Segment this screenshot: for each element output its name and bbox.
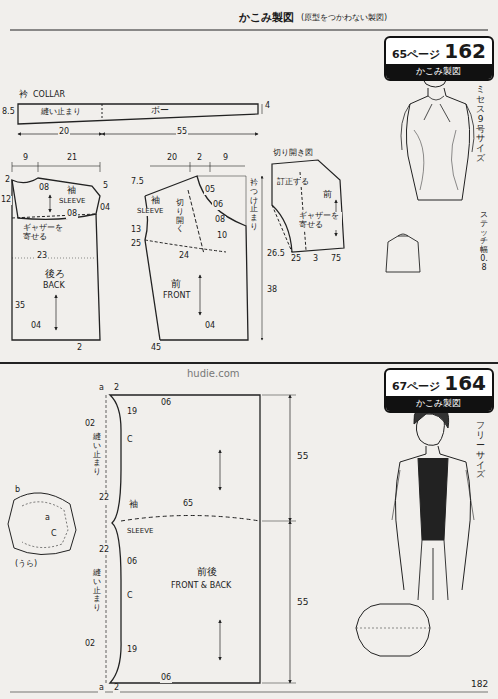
vertical-note: 切り開く: [176, 198, 184, 235]
badge-number: 164: [444, 371, 486, 395]
dimension-label: a: [98, 684, 105, 693]
dimension-label: 24: [178, 252, 190, 261]
dimension-label: (原型をつかわない製図): [300, 14, 388, 23]
dimension-label: 10: [216, 232, 228, 241]
badge-number: 67ページ: [392, 379, 440, 394]
dimension-label: 19: [126, 408, 138, 417]
dimension-label: 19: [126, 646, 138, 655]
vertical-note: 縫い止まり: [93, 568, 101, 614]
header-badge: 67ページ 164かこみ製図: [384, 368, 494, 413]
dimension-label: 2: [113, 384, 120, 393]
dimension-label: 04: [30, 322, 42, 331]
dimension-label: 7.5: [130, 178, 145, 187]
badge-row: 67ページ 164: [386, 370, 492, 396]
page-title: かこみ製図: [238, 12, 295, 24]
dimension-label: 06: [160, 674, 172, 683]
dimension-label: b: [14, 486, 21, 495]
dimension-label: 前: [322, 190, 333, 200]
badge-number: 162: [444, 39, 486, 63]
dimension-label: 切り開き図: [272, 149, 314, 158]
dimension-label: 2: [76, 344, 83, 353]
dimension-label: 182: [470, 680, 489, 690]
dimension-label: 25: [290, 255, 302, 264]
dimension-label: 75: [330, 255, 342, 264]
dimension-label: 12: [0, 196, 12, 205]
badge-row: 65ページ 162: [386, 38, 492, 64]
dimension-label: 13: [130, 226, 142, 235]
dimension-label: 55: [176, 128, 188, 137]
vertical-note: ステッチ幅0.8: [480, 210, 488, 274]
badge-caption: かこみ製図: [386, 396, 492, 411]
dimension-label: 08: [214, 216, 226, 225]
dimension-label: 55: [296, 598, 309, 608]
dimension-label: FRONT & BACK: [170, 582, 232, 591]
dimension-label: 23: [36, 252, 48, 261]
dimension-label: 38: [266, 286, 278, 295]
dimension-label: 08: [38, 184, 50, 193]
dimension-label: 2: [196, 154, 203, 163]
dimension-label: SLEEVE: [136, 208, 164, 216]
dimension-label: 20: [166, 154, 178, 163]
dimension-label: 縫い止まり: [40, 108, 82, 117]
dimension-label: 袖: [66, 186, 77, 196]
dimension-label: 8.5: [1, 108, 16, 117]
dimension-label: SLEEVE: [58, 198, 86, 206]
dimension-label: 20: [58, 128, 70, 137]
dimension-label: 後ろ: [44, 268, 66, 279]
dimension-label: 02: [84, 420, 96, 429]
dimension-label: 65: [182, 500, 194, 509]
dimension-label: 04: [204, 322, 216, 331]
dimension-label: 06: [212, 201, 224, 210]
dimension-label: C: [126, 436, 134, 445]
dimension-label: 06: [126, 558, 138, 567]
dimension-label: 55: [296, 452, 309, 462]
vertical-note: ミセス9号サイズ: [476, 84, 485, 165]
dimension-label: 2: [4, 176, 11, 185]
dimension-label: 袖: [128, 500, 139, 510]
vertical-note: 縫い止まり: [93, 432, 101, 478]
dimension-label: C: [126, 592, 134, 601]
dimension-label: 3: [312, 255, 319, 264]
dimension-label: ギャザーを寄せる: [298, 212, 342, 230]
dimension-label: ボー: [150, 106, 170, 116]
dimension-label: FRONT: [162, 292, 191, 301]
dimension-label: SLEEVE: [126, 528, 154, 536]
vertical-note: フリーサイズ: [476, 420, 485, 481]
badge-caption: かこみ製図: [386, 64, 492, 79]
dimension-label: 05: [204, 186, 216, 195]
dimension-label: 26.5: [266, 250, 286, 259]
dimension-label: (うら): [14, 560, 38, 569]
dimension-label: 22: [98, 494, 110, 503]
dimension-label: 08: [66, 210, 78, 219]
dimension-label: ギャザーを寄せる: [22, 224, 68, 242]
dimension-label: 21: [66, 154, 78, 163]
dimension-label: 前: [170, 278, 182, 289]
dimension-label: C: [50, 530, 58, 539]
dimension-label: 04: [99, 204, 111, 213]
dimension-label: 衿: [18, 90, 29, 100]
vertical-note: 衿つけ止まり: [250, 178, 258, 233]
dimension-label: 02: [84, 640, 96, 649]
dimension-label: 35: [14, 302, 26, 311]
dimension-label: 4: [264, 102, 271, 111]
dimension-label: 5: [102, 182, 109, 191]
dimension-label: 前後: [196, 566, 218, 577]
dimension-label: 袖: [150, 196, 161, 206]
dimension-label: BACK: [42, 282, 66, 291]
dimension-label: a: [98, 384, 105, 393]
dimension-label: hudie.com: [186, 368, 241, 379]
dimension-label: 9: [22, 154, 29, 163]
dimension-label: 06: [160, 399, 172, 408]
dimension-label: 22: [98, 546, 110, 555]
badge-number: 65ページ: [392, 47, 440, 62]
dimension-label: a: [44, 514, 51, 523]
dimension-label: 25: [130, 240, 142, 249]
dimension-label: 2: [113, 684, 120, 693]
dimension-label: COLLAR: [32, 91, 66, 100]
dimension-label: 訂正する: [276, 178, 310, 187]
header-badge: 65ページ 162かこみ製図: [384, 36, 494, 81]
dimension-label: 9: [222, 154, 229, 163]
dimension-label: 45: [150, 344, 162, 353]
